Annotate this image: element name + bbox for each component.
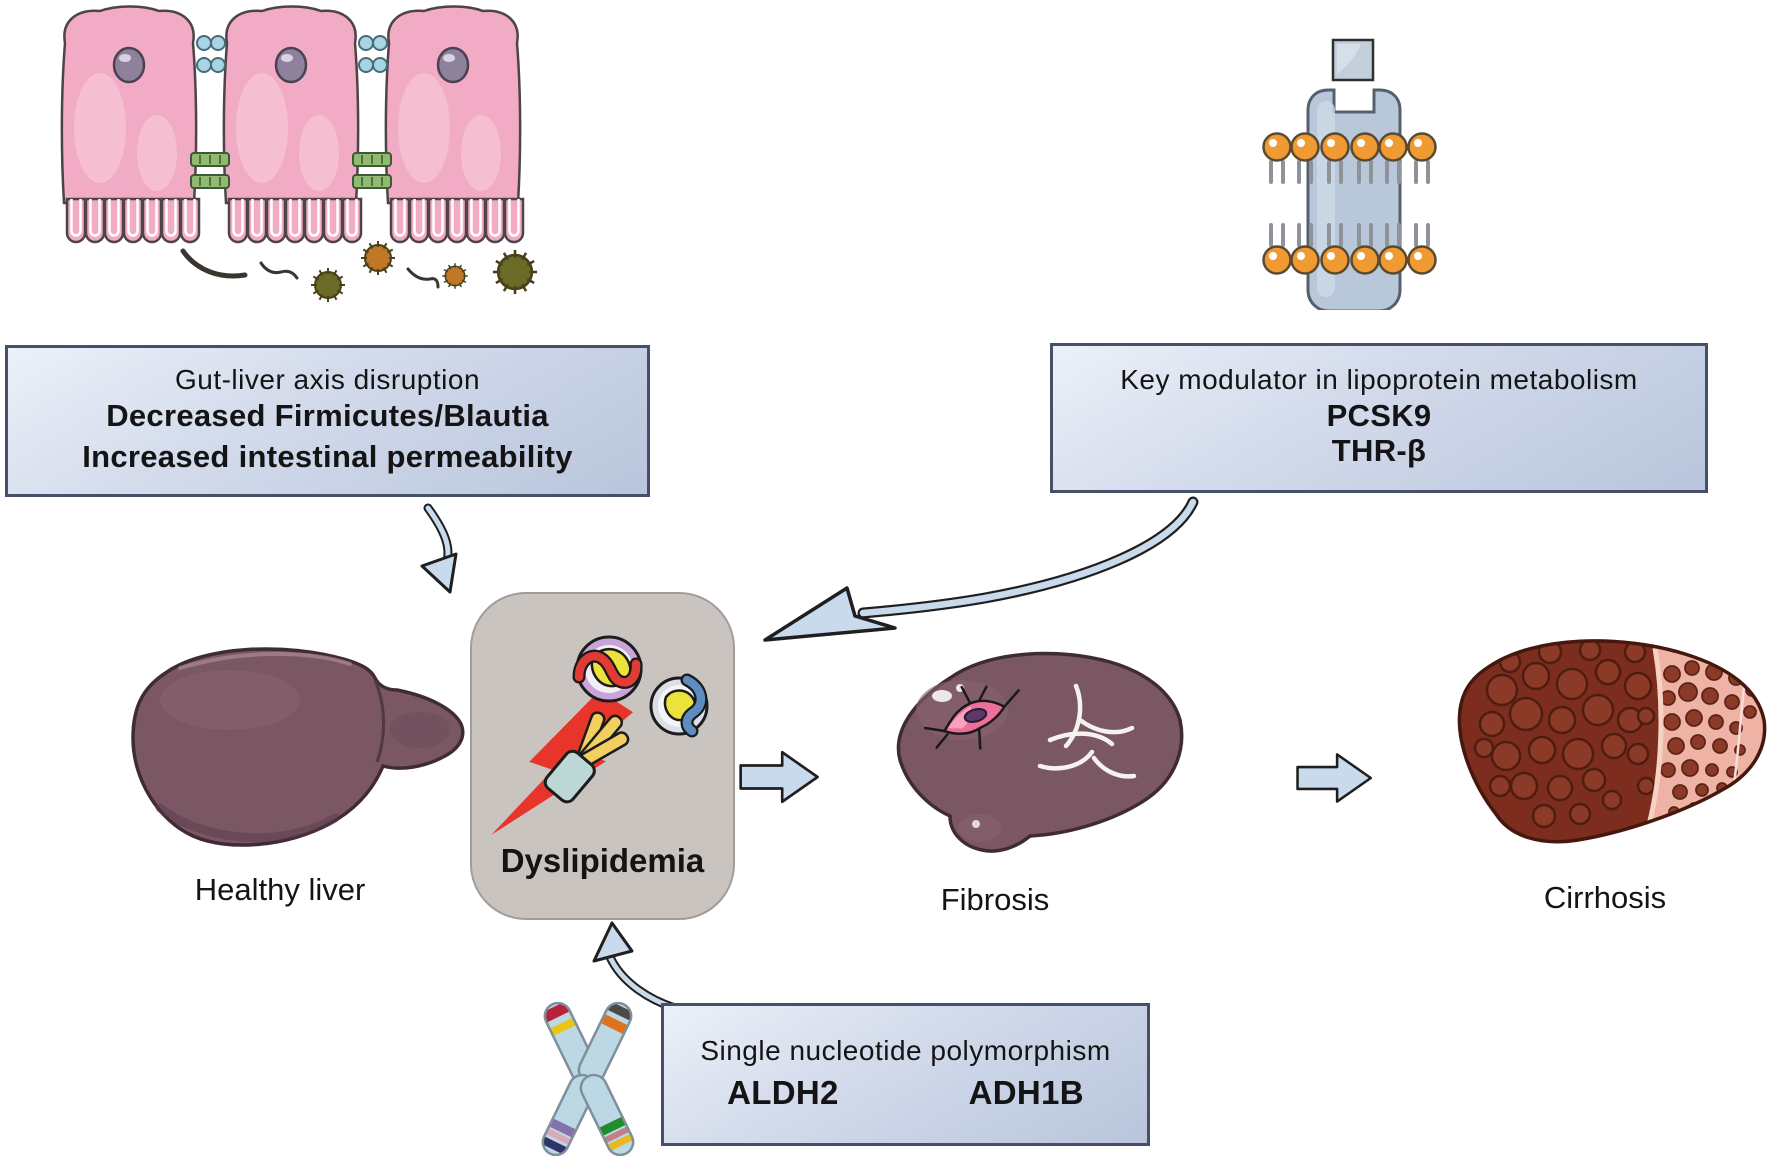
microbes-icon [180,240,539,303]
epithelial-cell [384,5,522,205]
fibrosis-label: Fibrosis [940,882,1050,917]
tight-junction-icon [196,35,388,73]
arrow-gut-to-dyslipidemia [420,503,458,594]
gut-liver-finding-2: Increased intestinal permeability [82,439,573,474]
snp-genes-row: ALDH2 ADH1B [727,1071,1084,1115]
intestinal-epithelium-illustration [60,5,539,303]
gut-liver-callout-box: Gut-liver axis disruption Decreased Firm… [5,345,650,497]
ligand-icon [1331,38,1375,82]
ldl-particle-icon [572,635,643,703]
snp-callout-box: Single nucleotide polymorphism ALDH2 ADH… [661,1003,1150,1146]
receptor-body [1306,88,1402,310]
triglyceride-icon [543,711,630,804]
arrow-fibrosis-to-cirrhosis [1296,753,1373,803]
epithelial-cell [60,5,198,205]
large-nodules [1473,640,1656,829]
stellate-cell-icon [923,685,1020,750]
desmosome-icon [190,152,392,189]
arrow-dyslipidemia-to-fibrosis [739,750,819,804]
epithelial-cell [222,5,360,205]
gene-thr-beta: THR-β [1331,433,1427,468]
healthy-liver-illustration [131,647,465,847]
fibrous-strands [1037,683,1137,779]
arrow-snp-to-dyslipidemia [592,921,680,1013]
dyslipidemia-box: Dyslipidemia [470,592,735,920]
healthy-liver-label: Healthy liver [194,872,366,907]
arrow-lipoprotein-to-dyslipidemia [763,496,1199,642]
gene-aldh2: ALDH2 [727,1073,839,1111]
membrane-receptor-illustration [1262,38,1437,310]
lipoprotein-title: Key modulator in lipoprotein metabolism [1120,364,1638,396]
chromosome-icon [540,1002,636,1156]
gut-liver-finding-1: Decreased Firmicutes/Blautia [106,398,549,434]
cirrhosis-label: Cirrhosis [1543,880,1667,915]
gene-pcsk9: PCSK9 [1326,398,1432,434]
hdl-particle-icon [649,673,709,738]
villi [65,197,525,244]
fibrotic-liver-illustration [896,651,1184,853]
cirrhotic-liver-illustration [1457,639,1767,844]
gene-adh1b: ADH1B [968,1073,1084,1111]
gut-liver-title: Gut-liver axis disruption [174,364,481,396]
lipoprotein-callout-box: Key modulator in lipoprotein metabolism … [1050,343,1708,493]
snp-title: Single nucleotide polymorphism [700,1034,1111,1066]
dyslipidemia-label: Dyslipidemia [500,842,705,879]
dyslipidemia-icons [491,635,709,835]
